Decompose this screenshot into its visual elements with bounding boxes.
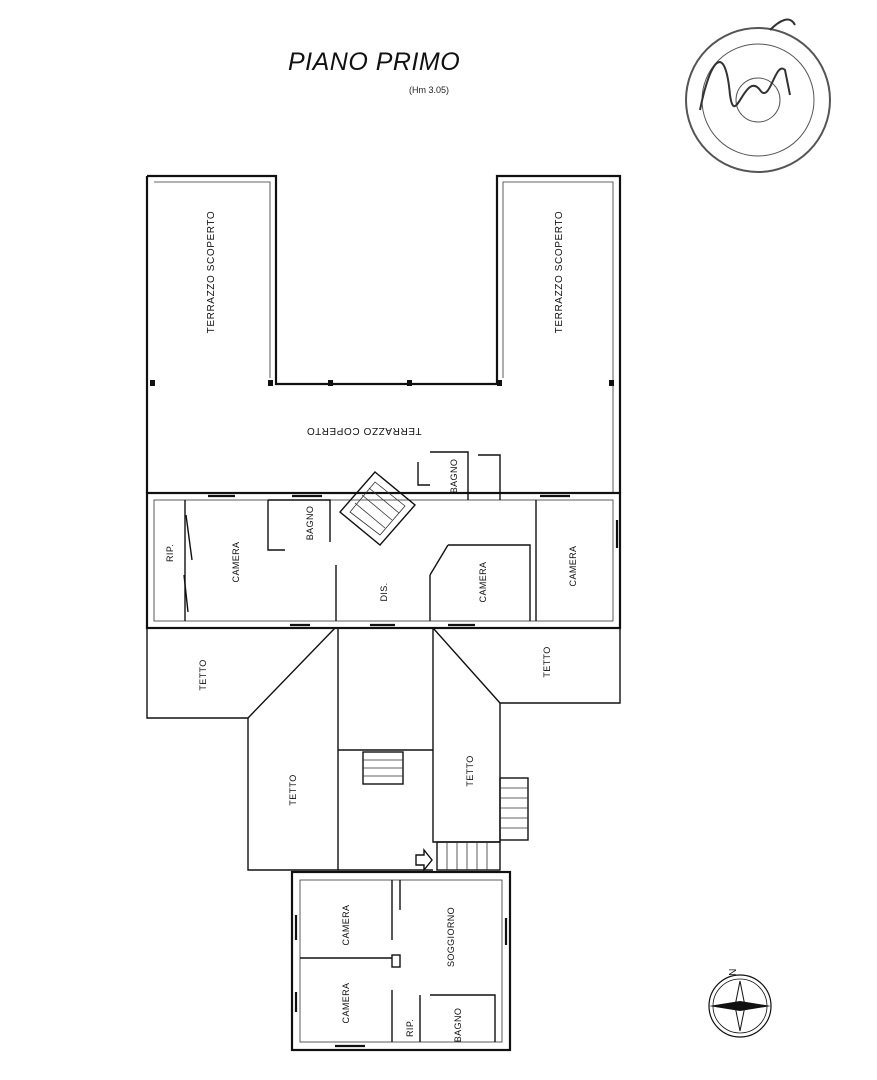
professional-stamp: [685, 18, 831, 173]
label-camera-lower-top: CAMERA: [341, 905, 351, 946]
label-terrazzo-scoperto-right: TERRAZZO SCOPERTO: [554, 211, 565, 334]
lower-unit: [290, 870, 512, 1052]
roof-areas: [146, 627, 621, 872]
label-camera-mid: CAMERA: [478, 562, 488, 603]
plan-height-note: (Hm 3.05): [409, 85, 450, 95]
label-camera-right: CAMERA: [568, 546, 578, 587]
label-camera-lower-bottom: CAMERA: [341, 983, 351, 1024]
upper-floor-block: [145, 451, 622, 630]
label-bagno-top: BAGNO: [449, 459, 459, 494]
label-rip-left: RIP.: [165, 544, 175, 562]
label-soggiorno: SOGGIORNO: [446, 907, 456, 967]
label-terrazzo-scoperto-left: TERRAZZO SCOPERTO: [206, 211, 217, 334]
label-bagno-lower: BAGNO: [453, 1008, 463, 1043]
room-labels: TERRAZZO SCOPERTO TERRAZZO SCOPERTO TERR…: [165, 211, 578, 1043]
compass-icon: N: [708, 968, 772, 1038]
compass-north-label: N: [728, 968, 739, 976]
label-rip-lower: RIP.: [405, 1019, 415, 1037]
terrace-outline: [145, 174, 622, 493]
label-camera-left: CAMERA: [231, 542, 241, 583]
label-dis: DIS.: [379, 582, 389, 601]
label-tetto-center-right: TETTO: [465, 755, 475, 786]
label-terrazzo-coperto: TERRAZZO COPERTO: [306, 425, 421, 436]
label-tetto-left: TETTO: [198, 659, 208, 690]
label-bagno-left: BAGNO: [305, 506, 315, 541]
plan-title: PIANO PRIMO: [288, 48, 461, 76]
label-tetto-center-left: TETTO: [288, 774, 298, 805]
label-tetto-right: TETTO: [542, 646, 552, 677]
